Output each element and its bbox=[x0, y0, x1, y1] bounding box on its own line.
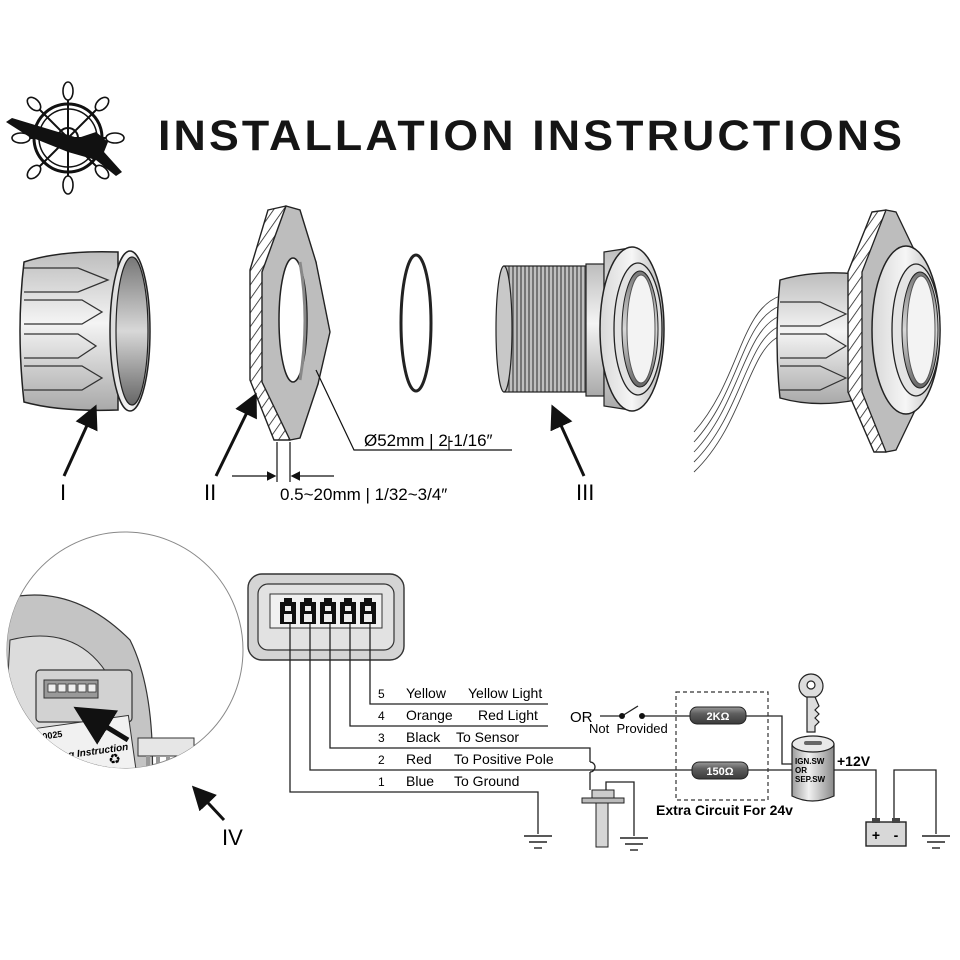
label-line-5: Yellow—Yellow Light bbox=[28, 793, 103, 812]
wire-function: Yellow Light bbox=[468, 685, 542, 701]
wire-color: Yellow bbox=[406, 685, 447, 701]
ground-icon-1 bbox=[524, 835, 552, 849]
key-icon bbox=[798, 673, 824, 733]
switch-contact-b bbox=[639, 713, 645, 719]
wire-function: To Ground bbox=[454, 773, 519, 789]
diameter-label: Ø52mm | 2-1/16″ bbox=[364, 431, 493, 450]
ship-wheel-icon bbox=[11, 81, 125, 195]
assembled-gauge bbox=[693, 209, 941, 473]
ground-icon-2 bbox=[620, 837, 648, 851]
thickness-dimension bbox=[232, 442, 334, 482]
switch-contact-a bbox=[619, 713, 625, 719]
extra-circuit-box bbox=[675, 691, 769, 801]
wiring-lines bbox=[289, 624, 937, 836]
fuel-sensor bbox=[581, 789, 625, 848]
label-line-2: Blue—Battery(-) bbox=[24, 769, 82, 786]
pin-number: 1 bbox=[378, 775, 385, 789]
ground-icon-3 bbox=[922, 835, 950, 849]
resistor-2k-label: 2KΩ bbox=[707, 711, 730, 723]
part-callouts bbox=[62, 392, 586, 822]
or-label: OR bbox=[570, 709, 593, 726]
boat-icon bbox=[6, 118, 122, 176]
diameter-dimension bbox=[315, 369, 512, 451]
battery-minus: - bbox=[894, 827, 899, 843]
wire-color: Orange bbox=[406, 707, 453, 723]
resistor-2k: 2KΩ bbox=[689, 706, 747, 725]
ignition-switch: IGN.SW OR SEP.SW bbox=[791, 735, 835, 802]
wire-color: Black bbox=[406, 729, 441, 745]
resistor-150-label: 150Ω bbox=[706, 766, 733, 778]
ignition-label-3: SEP.SW bbox=[795, 775, 826, 784]
connector-pin bbox=[300, 598, 316, 624]
page-title: INSTALLATION INSTRUCTIONS bbox=[158, 112, 906, 160]
thickness-label: 0.5~20mm | 1/32~3/4″ bbox=[280, 485, 447, 504]
part-label-iv: IV bbox=[222, 825, 243, 850]
voltage-label: +12V bbox=[837, 753, 871, 769]
label-range: 0Ω~33Ω bbox=[20, 742, 51, 755]
connector-pin bbox=[280, 598, 296, 624]
resistor-150: 150Ω bbox=[691, 761, 749, 780]
pin-number: 2 bbox=[378, 753, 385, 767]
switch-note: Not Provided bbox=[589, 721, 668, 736]
extra-circuit-label: Extra Circuit For 24v bbox=[656, 802, 793, 818]
battery: + - bbox=[865, 818, 907, 847]
ignition-label-1: IGN.SW bbox=[795, 757, 825, 766]
wire-function: To Positive Pole bbox=[454, 751, 554, 767]
hex-nut-part-ii bbox=[249, 205, 331, 441]
connector-housing bbox=[247, 573, 405, 661]
connector-pin bbox=[340, 598, 356, 624]
pin-number: 4 bbox=[378, 709, 385, 723]
battery-plus: + bbox=[872, 827, 880, 843]
pin-number: 3 bbox=[378, 731, 385, 745]
pin-number: 5 bbox=[378, 687, 385, 701]
part-label-i: I bbox=[60, 480, 66, 505]
threaded-housing-part-iii bbox=[495, 246, 665, 412]
bezel-nut-part-i bbox=[19, 250, 151, 412]
wire-color: Blue bbox=[406, 773, 434, 789]
wire-plug bbox=[137, 737, 195, 768]
ship-wheel-logo bbox=[6, 81, 125, 195]
wire-function: To Sensor bbox=[456, 729, 519, 745]
gauge-back-detail: FR 110025 0Ω~33Ω Lot: Connecting Instruc… bbox=[6, 531, 244, 812]
recycle-icon: ♻ bbox=[107, 750, 122, 768]
connector-pin bbox=[320, 598, 336, 624]
o-ring bbox=[399, 253, 433, 393]
label-line-4: Orange—Red Light bbox=[26, 785, 96, 804]
label-line-3: Black—Sensor bbox=[25, 778, 79, 794]
wire-color: Red bbox=[406, 751, 432, 767]
connector-pin bbox=[360, 598, 376, 624]
label-line-1: Red—Battery(+) bbox=[23, 760, 82, 777]
part-label-iii: III bbox=[576, 480, 594, 505]
ignition-label-2: OR bbox=[795, 766, 807, 775]
wire-function: Red Light bbox=[478, 707, 538, 723]
part-label-ii: II bbox=[204, 480, 216, 505]
